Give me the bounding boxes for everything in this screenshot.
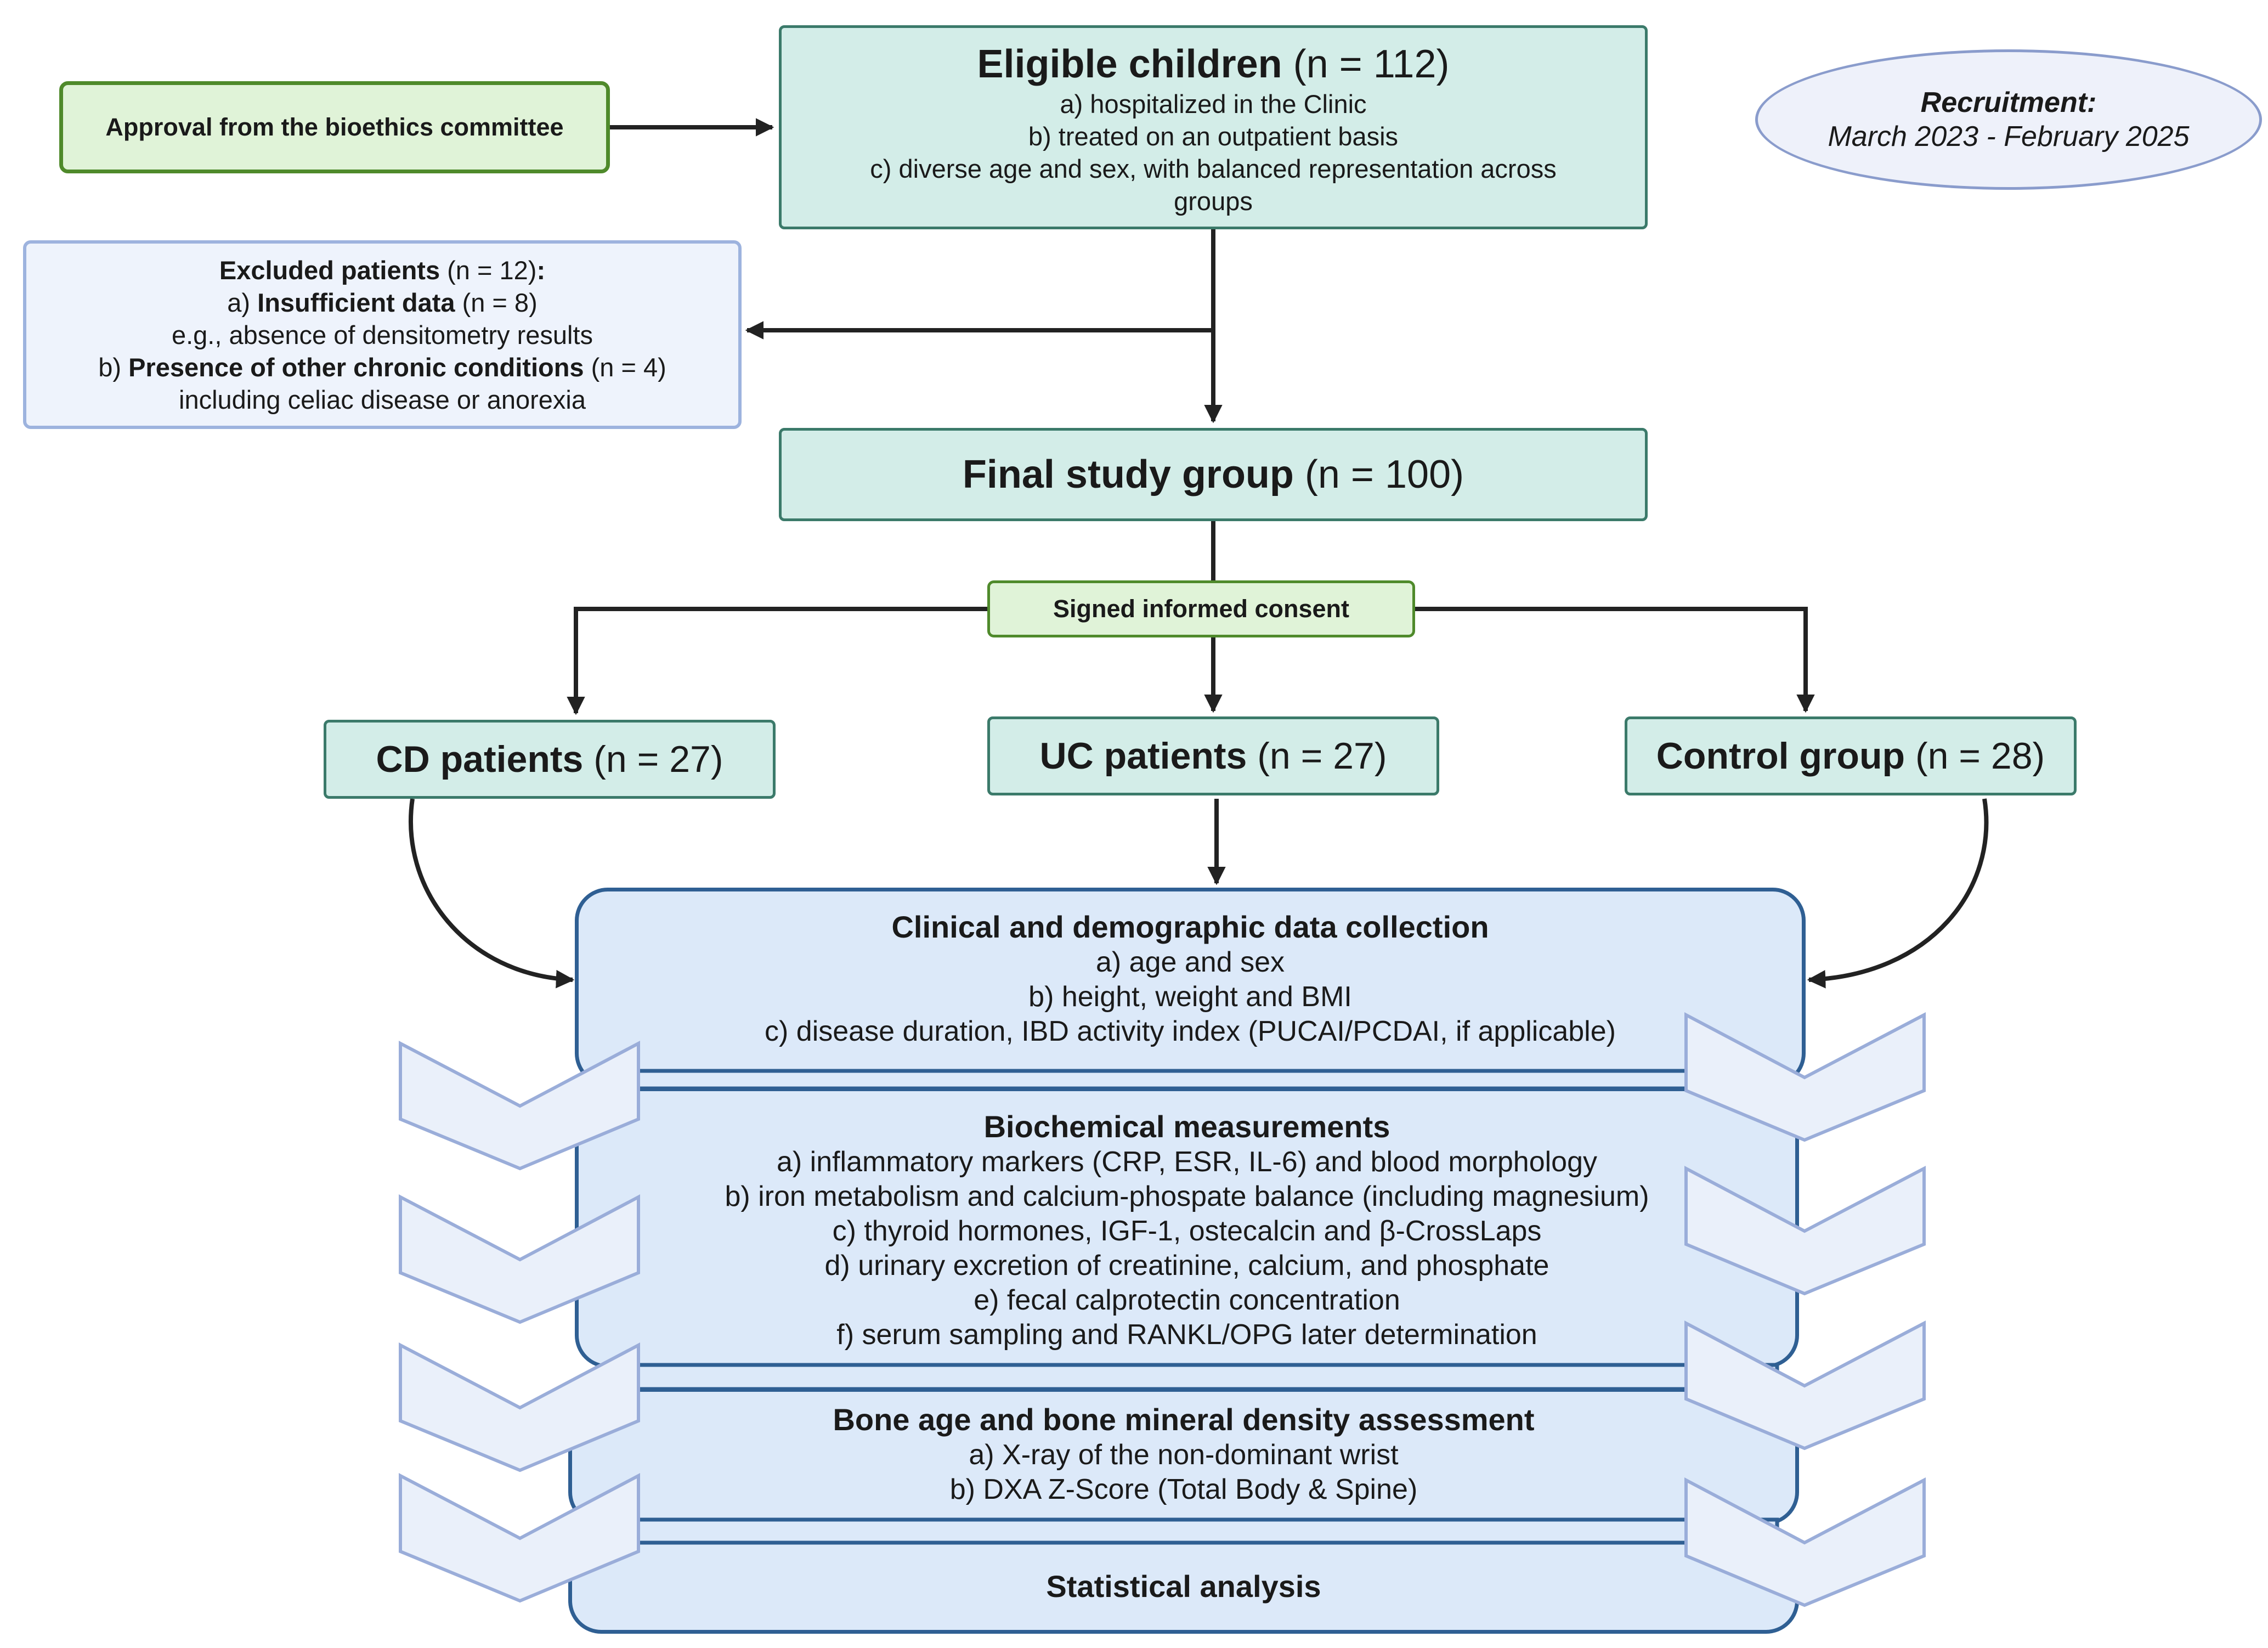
chevron-down-icon [399,1041,640,1171]
tier-biochemical-title: Biochemical measurements [983,1109,1390,1144]
approval-box: Approval from the bioethics committee [59,81,610,173]
eligible-item: a) hospitalized in the Clinic [1060,89,1367,118]
arrow-control-to-data [1807,798,1989,989]
excluded-note-a: e.g., absence of densitometry results [171,320,593,349]
final-count: (n = 100) [1304,453,1464,496]
chevron-down-icon [399,1473,640,1603]
tier-clinical-title: Clinical and demographic data collection [891,910,1489,944]
recruitment-ellipse: Recruitment: March 2023 - February 2025 [1755,49,2262,190]
chevron-down-icon [399,1342,640,1472]
tier-biochemical-item: e) fecal calprotectin concentration [974,1284,1400,1316]
tier-biochemical-item: b) iron metabolism and calcium-phospate … [725,1181,1649,1212]
excluded-reason-a: Insufficient data [257,287,455,317]
tier-bone-item: a) X-ray of the non-dominant wrist [969,1439,1399,1471]
chevron-down-icon [1684,1477,1926,1607]
excluded-patients-box: Excluded patients (n = 12): a) Insuffici… [23,240,742,429]
tier-biochemical-item: a) inflammatory markers (CRP, ESR, IL-6)… [776,1146,1598,1178]
recruitment-title: Recruitment: [1920,87,2097,118]
eligible-item: c) diverse age and sex, with balanced re… [870,154,1557,183]
tier-bone-title: Bone age and bone mineral density assess… [833,1402,1535,1437]
eligible-count: (n = 112) [1293,42,1450,86]
tier-biochemical: Biochemical measurements a) inflammatory… [575,1087,1799,1368]
eligible-item: b) treated on an outpatient basis [1028,122,1399,151]
final-title: Final study group [962,453,1294,496]
tier-clinical-data: Clinical and demographic data collection… [575,888,1806,1086]
approval-label: Approval from the bioethics committee [105,113,564,141]
excluded-note-b: including celiac disease or anorexia [179,385,586,414]
eligible-children-box: Eligible children (n = 112) a) hospitali… [779,25,1648,229]
chevron-down-icon [1684,1320,1926,1451]
recruitment-period: March 2023 - February 2025 [1828,121,2190,153]
chevron-down-icon [399,1194,640,1324]
eligible-item: groups [1174,187,1253,216]
tier-biochemical-item: c) thyroid hormones, IGF-1, ostecalcin a… [832,1215,1542,1247]
arrow-cd-to-data [409,798,575,989]
uc-count: (n = 27) [1257,735,1387,777]
informed-consent-box: Signed informed consent [987,580,1415,637]
excluded-reason-b: Presence of other chronic conditions [128,352,584,382]
chevron-down-icon [1684,1166,1926,1296]
control-group-box: Control group (n = 28) [1625,716,2077,795]
chevron-down-icon [1684,1012,1926,1142]
tier-statistical-title: Statistical analysis [1046,1569,1321,1604]
cd-patients-box: CD patients (n = 27) [324,720,776,799]
arrow-consent-to-cd [567,607,988,715]
control-title: Control group [1656,735,1905,777]
control-count: (n = 28) [1915,735,2045,777]
arrow-consent-to-control [1413,607,1815,713]
tier-clinical-item: a) age and sex [1095,946,1285,978]
uc-title: UC patients [1039,735,1247,777]
cd-title: CD patients [376,738,584,780]
excluded-count: (n = 12) [447,255,537,285]
tier-clinical-item: b) height, weight and BMI [1028,981,1352,1013]
final-study-group-box: Final study group (n = 100) [779,428,1648,521]
tier-biochemical-item: d) urinary excretion of creatinine, calc… [824,1250,1549,1282]
tier-bone-item: b) DXA Z-Score (Total Body & Spine) [949,1474,1418,1505]
uc-patients-box: UC patients (n = 27) [987,716,1439,795]
tier-clinical-item: c) disease duration, IBD activity index … [765,1015,1616,1047]
tier-biochemical-item: f) serum sampling and RANKL/OPG later de… [836,1319,1537,1351]
excluded-title: Excluded patients [219,255,440,285]
cd-count: (n = 27) [593,738,723,780]
consent-label: Signed informed consent [1053,595,1350,623]
eligible-title: Eligible children [977,42,1282,86]
